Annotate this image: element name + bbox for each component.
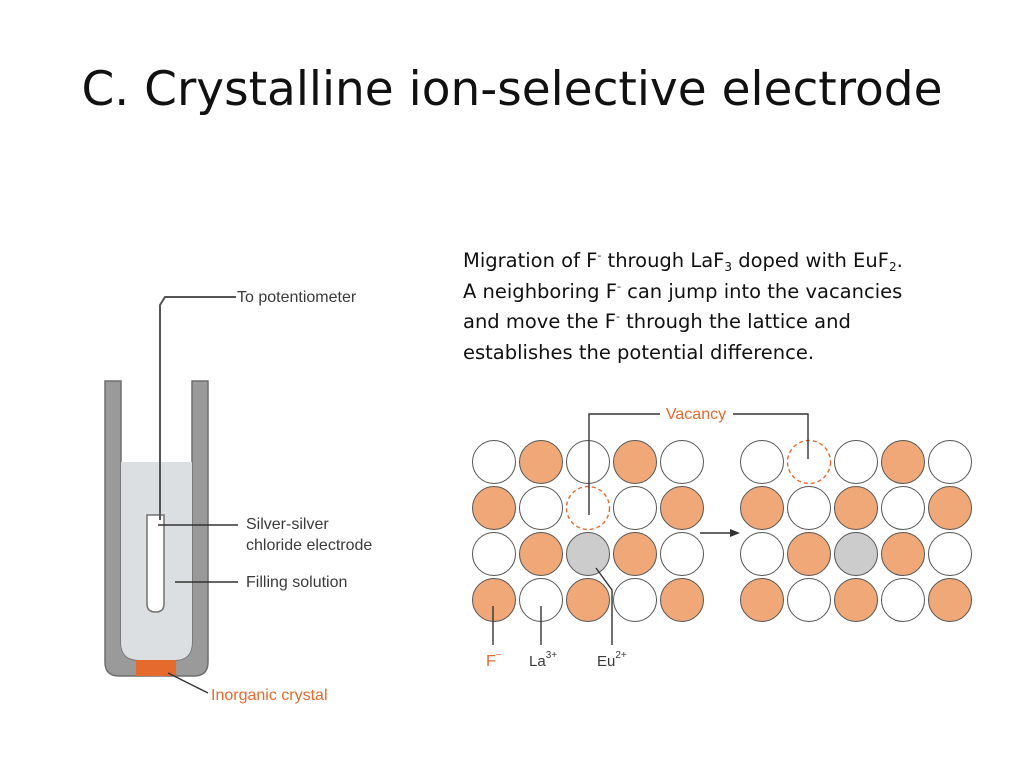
lanthanum-ion <box>740 440 784 484</box>
crystal-leader-line <box>167 672 209 694</box>
label-inorganic-crystal: Inorganic crystal <box>211 687 328 704</box>
fluoride-ion <box>613 440 657 484</box>
fluoride-ion <box>928 578 972 622</box>
lanthanum-ion <box>566 440 610 484</box>
vacancy-ion <box>786 439 832 485</box>
fluoride-ion <box>740 578 784 622</box>
label-to-potentiometer: To potentiometer <box>237 289 357 306</box>
fluoride-ion <box>834 578 878 622</box>
label-lanthanum: La3+ <box>529 650 557 670</box>
fluoride-ion <box>660 578 704 622</box>
europium-ion <box>834 532 878 576</box>
lattice-diagram: Vacancy F− La3+ Eu2+ <box>472 406 972 670</box>
fluoride-ion <box>566 578 610 622</box>
lanthanum-ion <box>660 440 704 484</box>
fluoride-ion <box>928 486 972 530</box>
transition-arrow-head <box>730 529 740 537</box>
fluoride-ion <box>519 440 563 484</box>
label-fluoride: F− <box>486 650 502 670</box>
lanthanum-ion <box>740 532 784 576</box>
vacancy-ion <box>565 485 611 531</box>
label-vacancy: Vacancy <box>666 406 726 423</box>
lattice-after <box>740 439 972 622</box>
lattice-before <box>472 440 704 622</box>
lanthanum-ion <box>787 578 831 622</box>
fluoride-ion <box>472 486 516 530</box>
lanthanum-ion <box>881 578 925 622</box>
fluoride-ion <box>740 486 784 530</box>
vacancy-leader-left <box>588 413 660 515</box>
fluoride-ion <box>472 578 516 622</box>
fluoride-ion <box>787 532 831 576</box>
lanthanum-ion <box>613 578 657 622</box>
potentiometer-wire <box>159 296 236 520</box>
europium-ion <box>566 532 610 576</box>
label-silver-line2: chloride electrode <box>246 537 372 554</box>
lanthanum-ion <box>472 440 516 484</box>
europium-leader <box>595 567 613 645</box>
fluoride-ion <box>519 532 563 576</box>
lanthanum-ion <box>472 532 516 576</box>
label-filling-solution: Filling solution <box>246 574 347 591</box>
fluoride-ion <box>881 532 925 576</box>
slide-title: C. Crystalline ion-selective electrode <box>81 62 943 117</box>
lanthanum-ion <box>834 440 878 484</box>
label-silver-line1: Silver-silver <box>246 516 329 533</box>
caption-text: Migration of F- through LaF3 doped with … <box>463 249 903 364</box>
fluoride-ion <box>613 532 657 576</box>
fluoride-ion <box>660 486 704 530</box>
inorganic-crystal <box>136 660 176 676</box>
silver-chloride-tube <box>146 514 165 613</box>
lanthanum-ion <box>928 440 972 484</box>
lanthanum-ion <box>613 486 657 530</box>
lanthanum-ion <box>519 486 563 530</box>
electrode-diagram: To potentiometer Silver-silver chloride … <box>104 289 372 704</box>
label-europium: Eu2+ <box>597 650 627 670</box>
fluoride-ion <box>834 486 878 530</box>
lanthanum-ion <box>928 532 972 576</box>
fluoride-ion <box>881 440 925 484</box>
lanthanum-ion <box>787 486 831 530</box>
lanthanum-ion <box>660 532 704 576</box>
lanthanum-ion <box>881 486 925 530</box>
vacancy-leader-right <box>733 413 809 459</box>
